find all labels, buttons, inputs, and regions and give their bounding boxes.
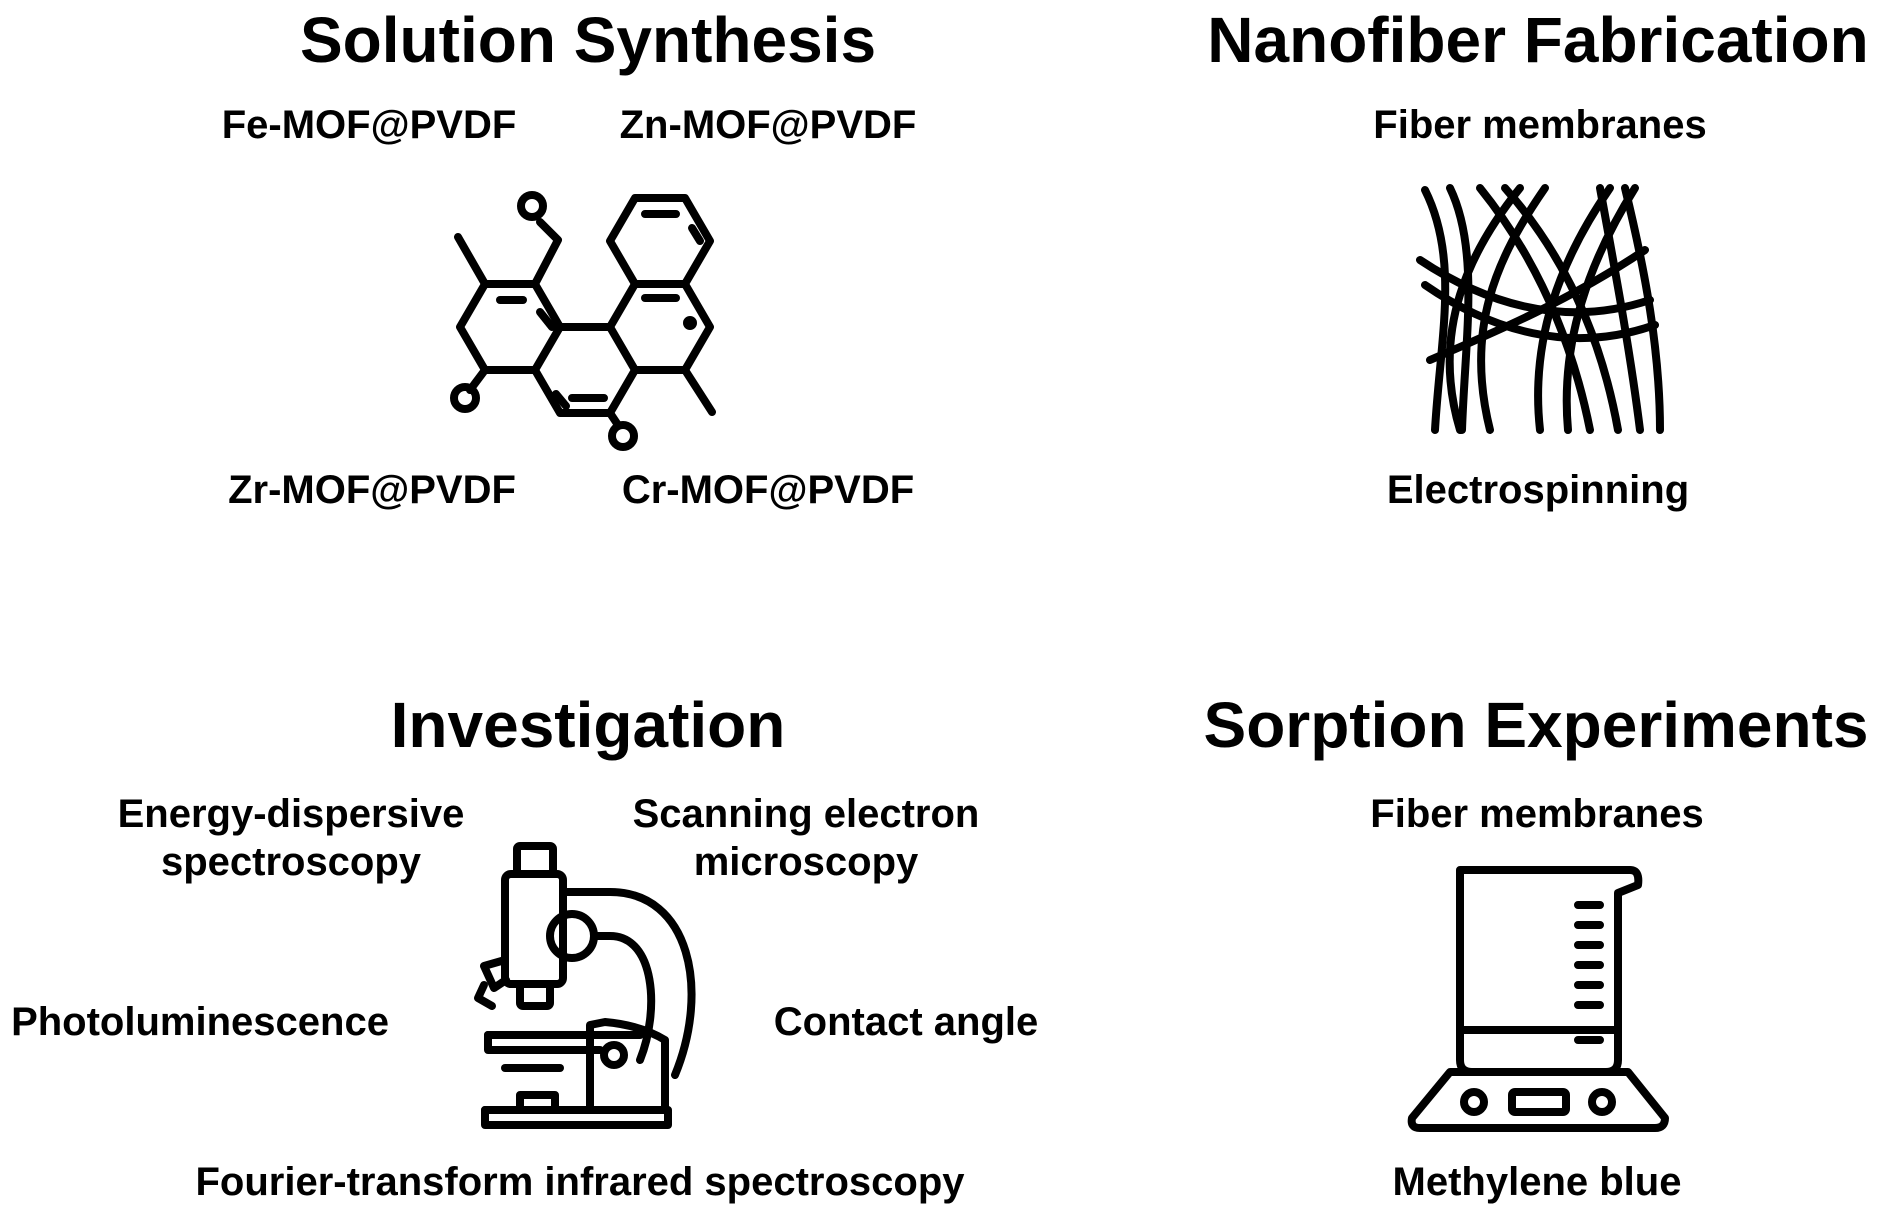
molecule-icon	[450, 191, 716, 451]
zn-mof-label: Zn-MOF@PVDF	[619, 103, 917, 147]
methylene-blue-label: Methylene blue	[1392, 1160, 1682, 1204]
nanofiber-fabrication-title: Nanofiber Fabrication	[1207, 4, 1869, 76]
electrospinning-label: Electrospinning	[1386, 468, 1690, 512]
eds-label-line1: Energy-dispersive	[117, 792, 465, 836]
investigation-title: Investigation	[390, 689, 786, 761]
beaker-stirrer-icon	[1407, 866, 1669, 1132]
eds-label: Energy-dispersive spectroscopy	[118, 790, 465, 886]
fe-mof-label: Fe-MOF@PVDF	[221, 103, 517, 147]
contact-angle-label: Contact angle	[773, 1000, 1039, 1044]
cr-mof-label: Cr-MOF@PVDF	[621, 468, 915, 512]
sem-label-line2: microscopy	[693, 840, 919, 884]
solution-synthesis-title: Solution Synthesis	[299, 4, 877, 76]
fiber-membranes-label-bottom: Fiber membranes	[1370, 792, 1704, 836]
eds-label-line2: spectroscopy	[160, 840, 422, 884]
ftir-label: Fourier-transform infrared spectroscopy	[195, 1160, 965, 1204]
photoluminescence-label: Photoluminescence	[11, 1000, 389, 1044]
sem-label: Scanning electron microscopy	[633, 790, 980, 886]
zr-mof-label: Zr-MOF@PVDF	[228, 468, 516, 512]
sem-label-line1: Scanning electron	[632, 792, 980, 836]
sorption-experiments-title: Sorption Experiments	[1203, 689, 1869, 761]
fibers-icon	[1416, 184, 1664, 434]
fiber-membranes-label-top: Fiber membranes	[1373, 103, 1707, 147]
microscope-icon	[474, 842, 696, 1129]
